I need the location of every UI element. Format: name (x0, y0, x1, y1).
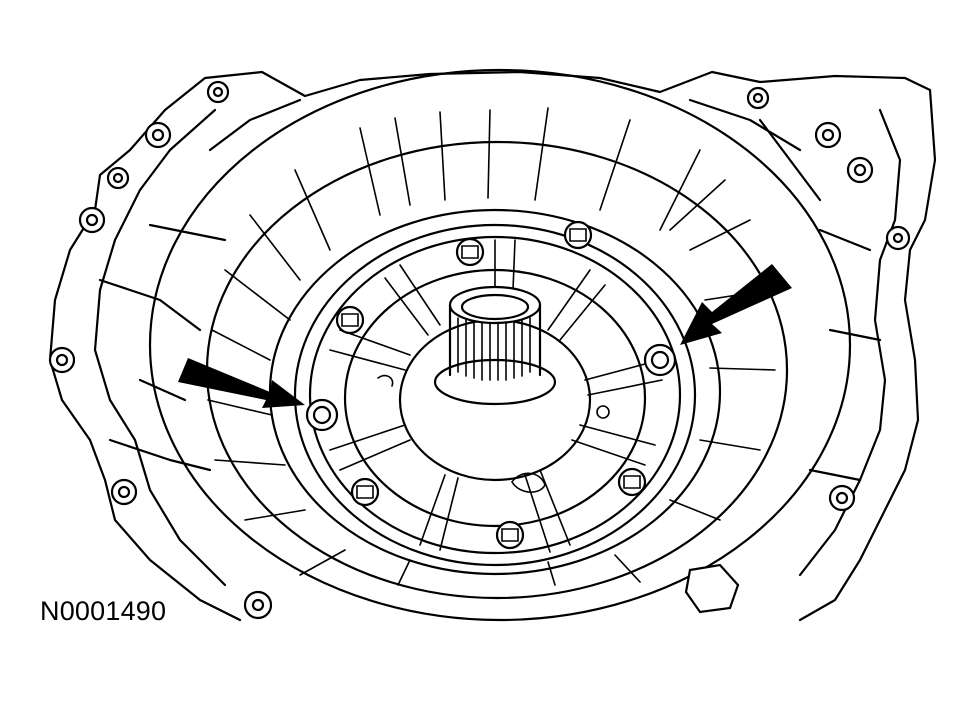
pump-bolt (455, 237, 485, 267)
case-plug (684, 563, 740, 614)
left-pump-bolt (305, 398, 339, 432)
bell-housing-case (48, 70, 937, 622)
left-arrow (178, 358, 305, 408)
pump-bolt (335, 305, 365, 335)
oil-pump-assembly (293, 223, 697, 567)
pump-bolt (350, 477, 380, 507)
pump-bolt (563, 220, 593, 250)
right-pump-bolt (643, 343, 677, 377)
figure-id-label: N0001490 (38, 596, 169, 627)
pump-bolt (495, 520, 525, 550)
input-shaft (433, 285, 557, 406)
pump-bolt (617, 467, 647, 497)
housing-ribs (207, 107, 776, 586)
right-arrow (680, 264, 792, 345)
pump-bolts (305, 220, 677, 550)
callout-arrows (178, 264, 792, 408)
case-bolt-holes (48, 80, 911, 620)
